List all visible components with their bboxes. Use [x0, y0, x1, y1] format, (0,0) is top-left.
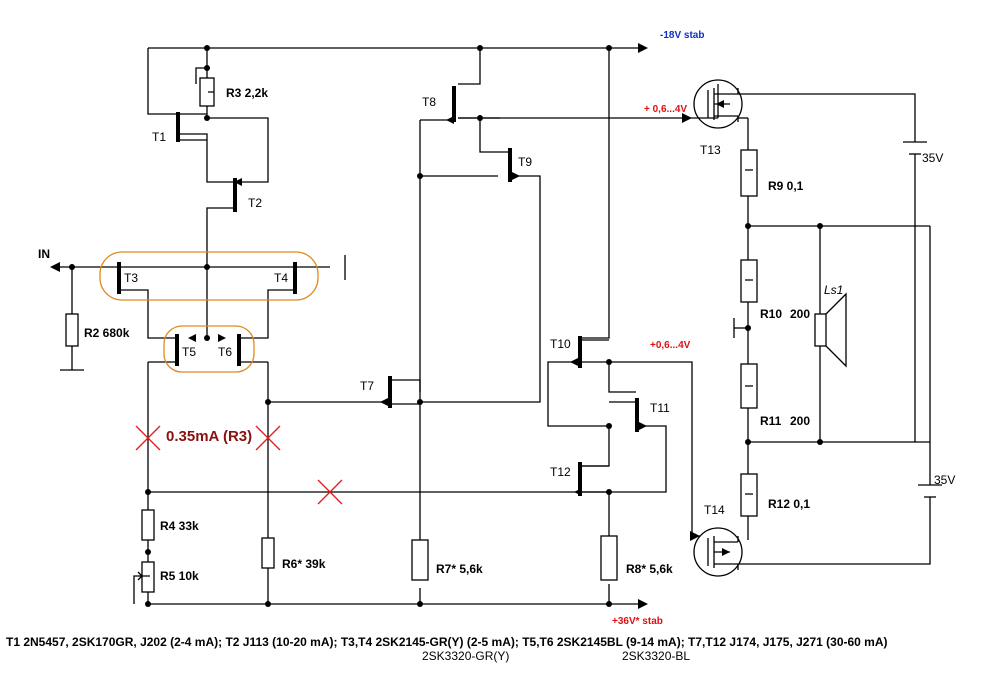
resistor-r10: [740, 259, 758, 303]
label-ls1: Ls1: [824, 283, 843, 297]
terminal-arrows: [50, 43, 700, 609]
resistor-r12: [740, 473, 758, 517]
label-t8: T8: [422, 95, 436, 109]
label-r6: R6* 39k: [282, 557, 326, 571]
label-t6: T6: [218, 345, 232, 359]
transistor-t14: [693, 527, 743, 577]
label-t13: T13: [700, 143, 721, 157]
label-t4: T4: [274, 271, 288, 285]
resistor-r7: [411, 539, 429, 581]
bias-bottom-label: +0,6...4V: [650, 340, 691, 351]
label-r2: R2 680k: [84, 326, 130, 340]
label-battery-top: 35V: [922, 151, 943, 165]
label-r9: R9 0,1: [768, 179, 804, 193]
resistor-r8: [600, 535, 618, 581]
label-r8: R8* 5,6k: [626, 562, 673, 576]
label-r4: R4 33k: [160, 519, 199, 533]
highlight-t5-t6: [163, 325, 255, 373]
rail-pos-label: +36V* stab: [612, 616, 663, 627]
speaker-ls1: [814, 292, 847, 368]
junction-dots: [69, 45, 823, 607]
pair-highlights: [99, 251, 319, 373]
footer-sub-2: 2SK3320-BL: [622, 649, 690, 663]
labels: -18V stab +36V* stab + 0,6...4V +0,6...4…: [6, 30, 955, 663]
resistor-r6: [261, 537, 275, 569]
cross-marks: [135, 425, 343, 505]
label-t11: T11: [650, 401, 670, 415]
label-r12: R12 0,1: [768, 497, 810, 511]
label-battery-bottom: 35V: [934, 473, 955, 487]
label-t10: T10: [550, 337, 571, 351]
label-r11: R11: [760, 414, 782, 428]
label-t3: T3: [124, 271, 138, 285]
resistor-r5: [141, 561, 155, 593]
label-t7: T7: [360, 379, 374, 393]
highlight-t3-t4: [99, 251, 319, 301]
current-note: 0.35mA (R3): [166, 428, 252, 445]
footer-parts-list: T1 2N5457, 2SK170GR, J202 (2-4 mA); T2 J…: [6, 635, 888, 649]
transistor-t13: [693, 79, 743, 129]
rail-neg-label: -18V stab: [660, 30, 704, 41]
label-r11-value: 200: [790, 414, 810, 428]
label-t9: T9: [518, 155, 532, 169]
resistors: [65, 77, 758, 593]
input-label: IN: [38, 247, 50, 261]
batteries: [903, 141, 942, 498]
label-t5: T5: [182, 345, 196, 359]
transistors: [117, 79, 743, 577]
label-t14: T14: [704, 503, 725, 517]
label-r10-value: 200: [790, 307, 810, 321]
label-r7: R7* 5,6k: [436, 562, 483, 576]
bias-top-label: + 0,6...4V: [644, 104, 687, 115]
resistor-r4: [141, 509, 155, 541]
resistor-r9: [740, 149, 758, 197]
label-r5: R5 10k: [160, 569, 199, 583]
footer-sub-1: 2SK3320-GR(Y): [422, 649, 509, 663]
resistor-r2: [65, 313, 79, 347]
label-t12: T12: [550, 465, 571, 479]
label-r10: R10: [760, 307, 782, 321]
label-t1: T1: [152, 130, 166, 144]
label-r3: R3 2,2k: [226, 86, 268, 100]
label-t2: T2: [248, 196, 262, 210]
